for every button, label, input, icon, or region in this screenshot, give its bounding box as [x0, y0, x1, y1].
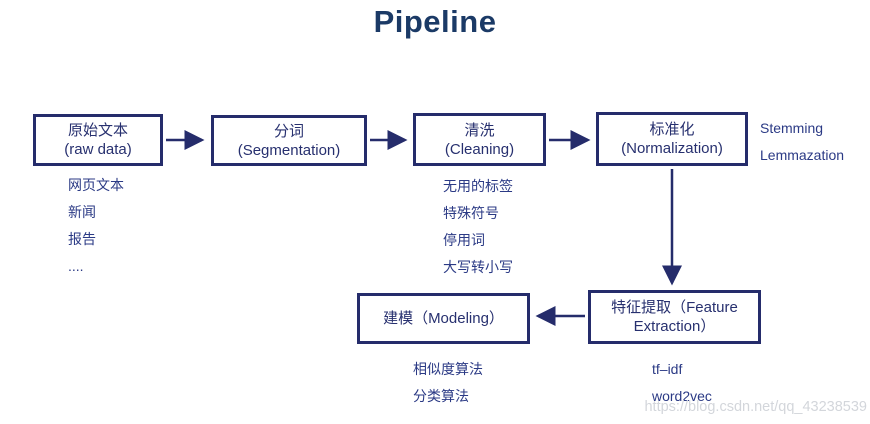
list-item: .... [68, 258, 84, 274]
list-item: 无用的标签 [443, 178, 513, 194]
node-raw-data: 原始文本 (raw data) [33, 114, 163, 166]
feature-extraction-methods-list: tf–idf word2vec [652, 362, 712, 403]
watermark: https://blog.csdn.net/qq_43238539 [644, 399, 867, 415]
normalization-methods-list: Stemming Lemmazation [760, 121, 844, 162]
node-segmentation-label-en: (Segmentation) [237, 141, 341, 159]
list-item: 大写转小写 [443, 259, 513, 275]
node-feature-extraction: 特征提取（Feature Extraction） [588, 290, 761, 344]
raw-data-examples-list: 网页文本 新闻 报告 .... [68, 178, 124, 273]
list-item: 网页文本 [68, 177, 124, 193]
list-item: 分类算法 [413, 388, 469, 404]
page-title: Pipeline [373, 4, 497, 39]
node-raw-data-label-en: (raw data) [64, 141, 132, 158]
modeling-methods-list: 相似度算法 分类算法 [413, 362, 483, 403]
node-segmentation-label-zh: 分词 [273, 122, 304, 140]
list-item: 报告 [68, 231, 96, 247]
node-cleaning-label-zh: 清洗 [464, 121, 495, 139]
node-feature-extraction-label-line2: Extraction） [633, 318, 716, 335]
node-normalization-label-zh: 标准化 [649, 121, 695, 138]
list-item: word2vec [652, 388, 712, 404]
list-item: Lemmazation [760, 147, 845, 163]
list-item: 新闻 [68, 204, 96, 220]
list-item: 相似度算法 [413, 361, 483, 377]
node-normalization: 标准化 (Normalization) [596, 112, 748, 166]
node-cleaning: 清洗 (Cleaning) [413, 113, 546, 166]
node-feature-extraction-label-line1: 特征提取（Feature [611, 299, 738, 316]
list-item: Stemming [760, 120, 824, 136]
node-cleaning-label-en: (Cleaning) [444, 140, 515, 158]
node-normalization-label-en: (Normalization) [621, 140, 723, 157]
list-item: 停用词 [443, 232, 485, 248]
list-item: 特殊符号 [443, 205, 499, 221]
node-raw-data-label-zh: 原始文本 [67, 122, 128, 139]
cleaning-steps-list: 无用的标签 特殊符号 停用词 大写转小写 [443, 179, 513, 274]
list-item: tf–idf [652, 361, 683, 377]
node-segmentation: 分词 (Segmentation) [211, 115, 367, 166]
node-modeling: 建模（Modeling） [357, 293, 530, 344]
node-modeling-label: 建模（Modeling） [383, 310, 504, 327]
